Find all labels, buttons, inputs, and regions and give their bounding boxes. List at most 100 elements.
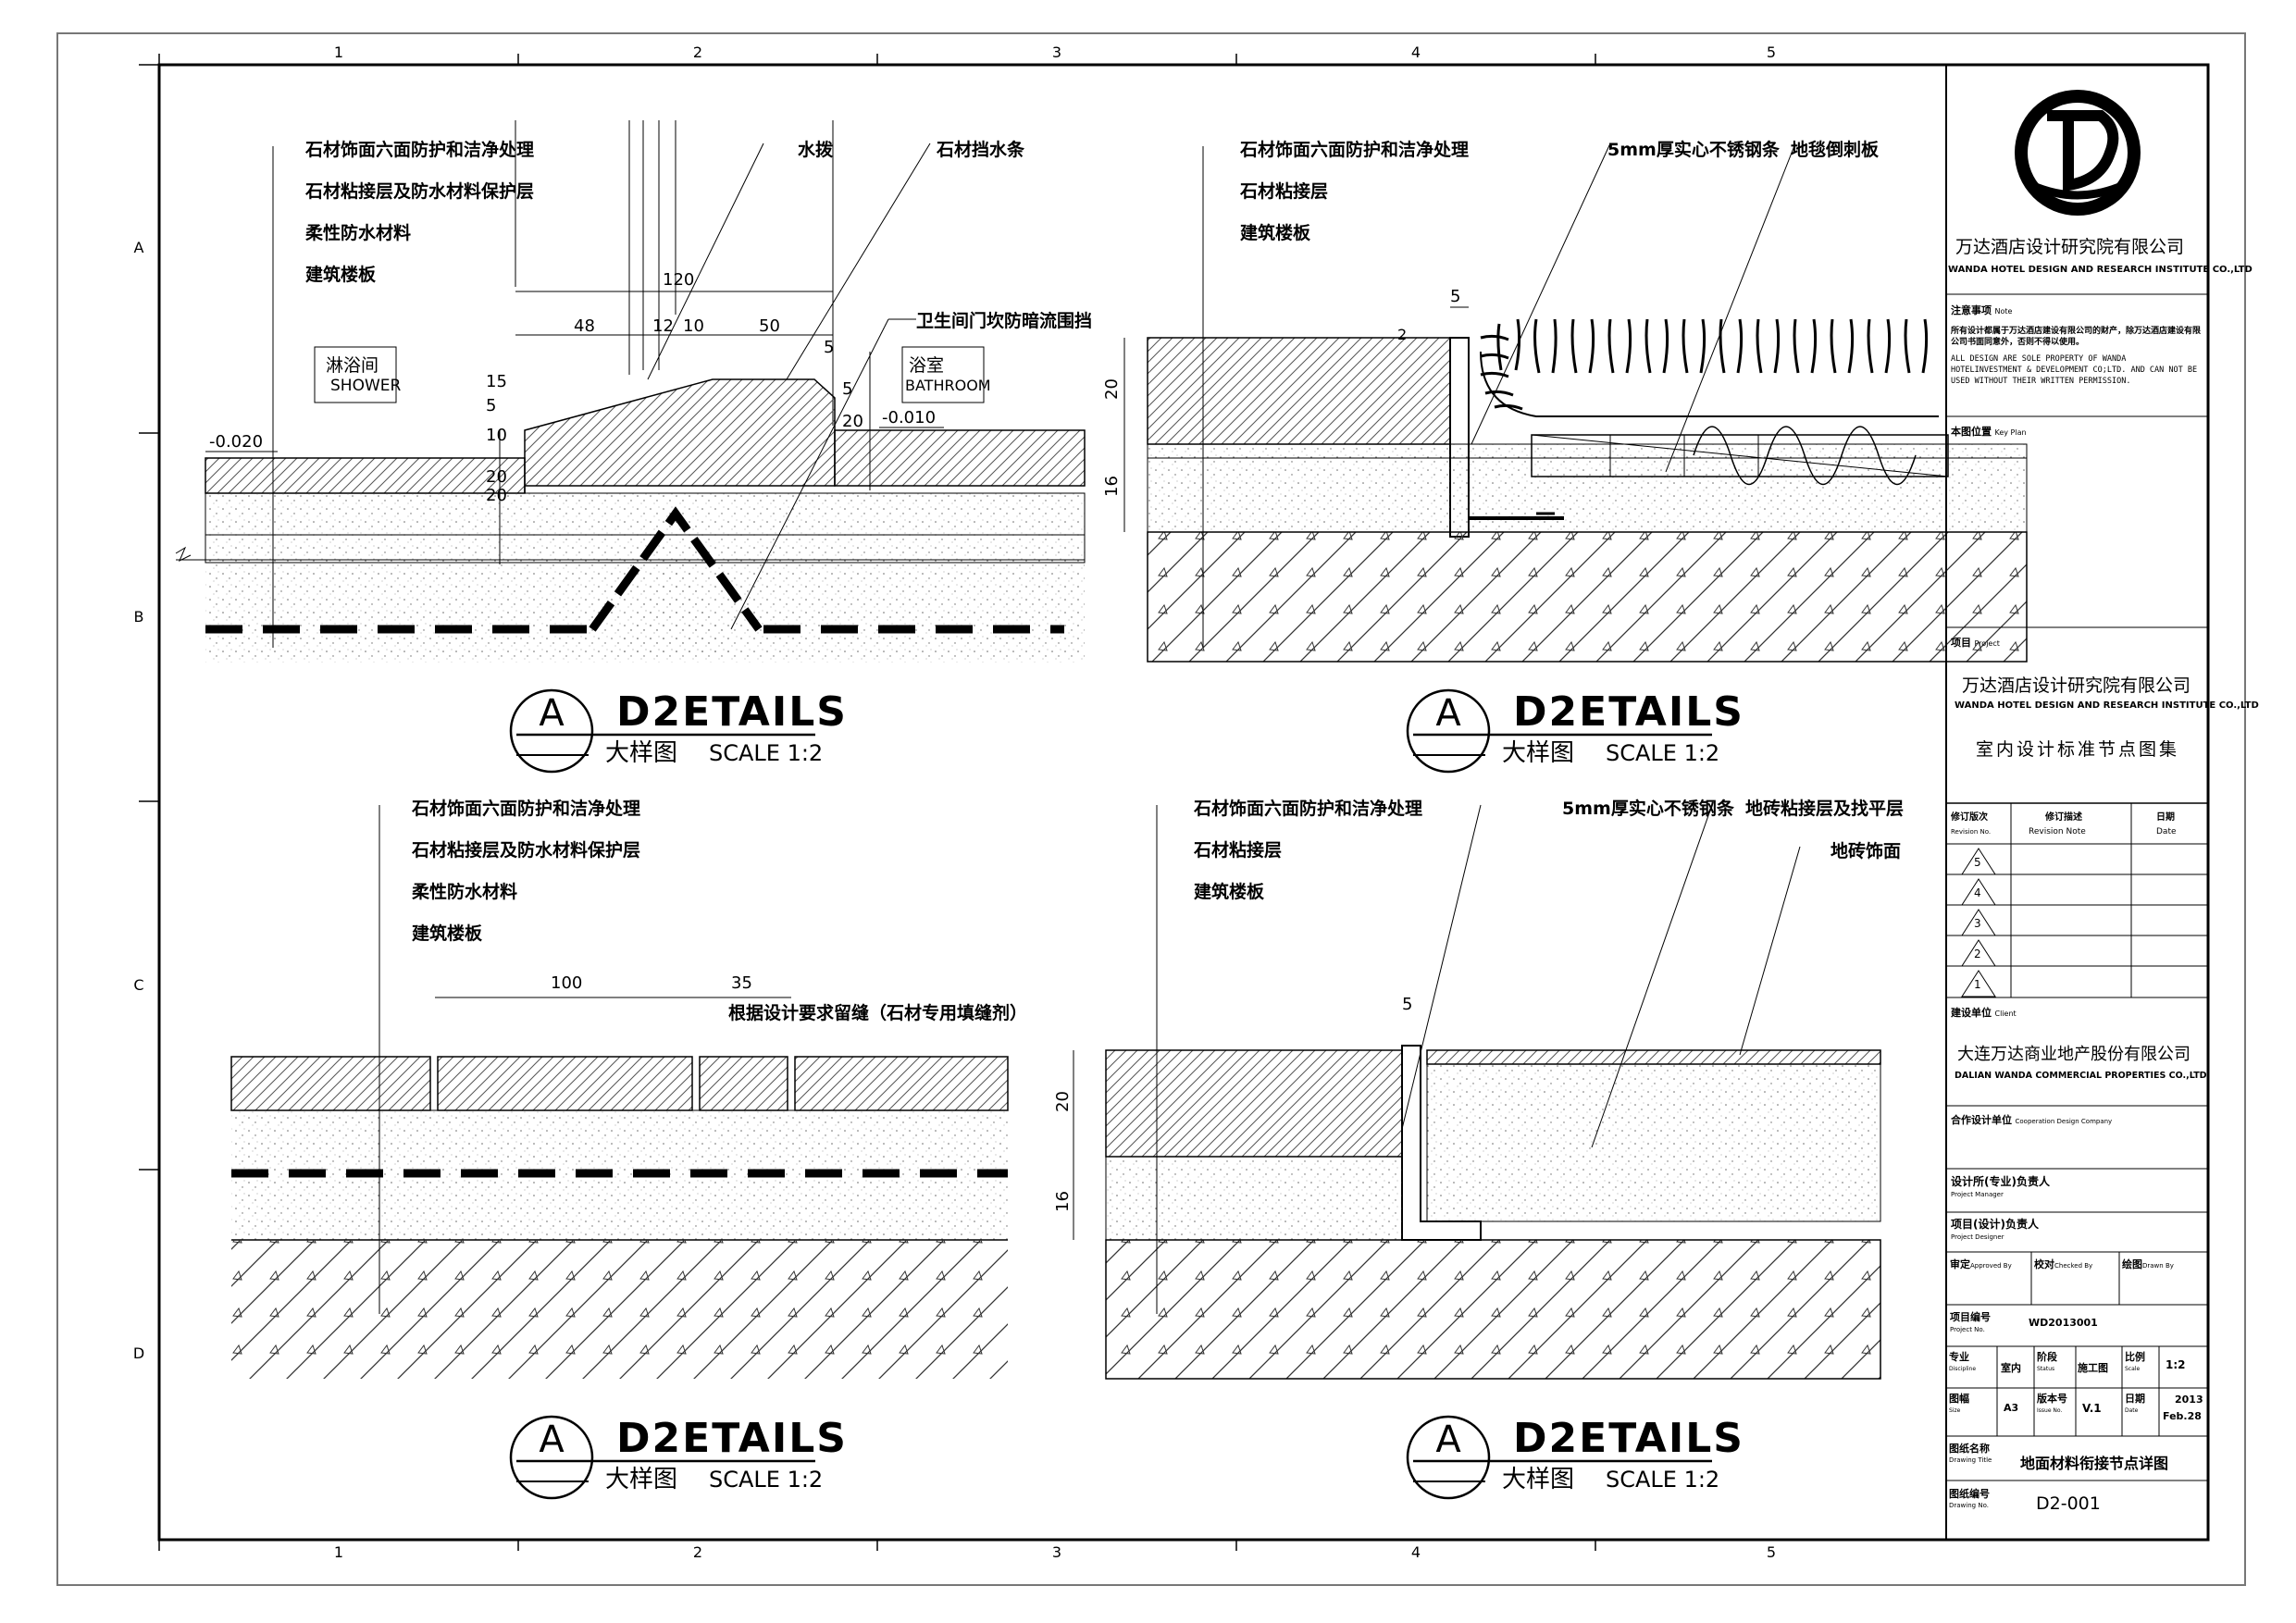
grid-column-label: 4 (1411, 43, 1421, 61)
note-label: 注意事项 (1951, 304, 1992, 316)
grid-column-label: 3 (1052, 1543, 1061, 1561)
callout-label: 地砖饰面 (1831, 841, 1902, 861)
detail-scale: SCALE 1:2 (1606, 1467, 1719, 1493)
title-label-en: Drawing Title (1949, 1456, 1992, 1464)
scale-label-en: Scale (2125, 1366, 2141, 1372)
dimension-label: 20 (1052, 1091, 1073, 1112)
dimension-label: 2 (1397, 326, 1408, 343)
dimension-label: 20 (842, 412, 863, 431)
dimension-label: 10 (486, 426, 507, 445)
note-text-cn: 所有设计都属于万达酒店建设有限公司的财产，除万达酒店建设有限公司书面同意外，否则… (1951, 327, 2202, 347)
level-mark: -0.010 (882, 408, 937, 427)
outer-frame (56, 32, 2246, 1586)
revision-number: 4 (1974, 886, 1981, 899)
issue-label-en: Issue No. (2037, 1407, 2063, 1414)
drawno-label: 图纸编号 (1949, 1488, 1990, 1500)
dimension-label: 15 (486, 372, 507, 391)
rev-note-label: 修订描述 (2045, 812, 2082, 823)
note-text-en: ALL DESIGN ARE SOLE PROPERTY OF WANDA HO… (1951, 354, 2198, 386)
grid-column-label: 4 (1411, 1543, 1421, 1561)
checked-label-en: Checked By (2054, 1262, 2093, 1270)
wanda-logo (2015, 90, 2141, 216)
dimension-label: 20 (486, 467, 507, 487)
detail-letter: A (1435, 1419, 1461, 1461)
detail-title-text: D2ETAILS (616, 1415, 848, 1462)
project-company-cn: 万达酒店设计研究院有限公司 (1962, 675, 2191, 696)
dimension-label: 5 (824, 338, 835, 357)
callout-label: 石材挡水条 (937, 140, 1025, 160)
detail-letter: A (539, 692, 565, 735)
layer-label: 柔性防水材料 (305, 223, 412, 243)
dimension-label: 16 (1101, 476, 1122, 497)
projno-value: WD2013001 (2029, 1317, 2098, 1329)
keyplan-label: 本图位置 (1951, 426, 1992, 438)
dimension-label: 35 (731, 973, 752, 993)
detail-1 (175, 120, 1086, 663)
grid-column-label: 2 (693, 43, 702, 61)
dimension-label: 5 (842, 379, 853, 399)
dimension-label: 16 (1052, 1191, 1073, 1212)
rev-no-label: 修订版次 (1951, 812, 1988, 823)
approved-label-en: Approved By (1970, 1262, 2012, 1270)
layer-label: 建筑楼板 (305, 265, 377, 285)
size-label-en: Size (1949, 1407, 1961, 1414)
projno-label-en: Project No. (1950, 1326, 1985, 1333)
drawing-number: D2-001 (2036, 1493, 2101, 1514)
detail-subtitle: 大样图 (1502, 739, 1574, 767)
client-label: 建设单位 (1951, 1007, 1992, 1019)
client-name-en: DALIAN WANDA COMMERCIAL PROPERTIES CO.,L… (1955, 1071, 2207, 1081)
dimension-label: 5 (1450, 287, 1461, 306)
date-monthday: Feb.28 (2163, 1410, 2202, 1422)
date-year: 2013 (2175, 1394, 2203, 1406)
pm-label: 设计所(专业)负责人 (1951, 1175, 2050, 1188)
detail-title-text: D2ETAILS (616, 688, 848, 736)
layer-label: 石材粘接层及防水材料保护层 (412, 840, 641, 861)
dimension-label: 20 (486, 486, 507, 505)
layer-label: 石材粘接层 (1240, 181, 1329, 202)
drawno-label-en: Drawing No. (1949, 1502, 1989, 1509)
disc-label-en: Discipline (1949, 1366, 1977, 1372)
pd-label-en: Project Designer (1951, 1233, 2004, 1241)
project-name: 室内设计标准节点图集 (1976, 739, 2180, 760)
dimension-label: 120 (663, 270, 695, 290)
issue-value: V.1 (2082, 1402, 2102, 1415)
grid-row-label: A (134, 239, 144, 256)
grid-column-label: 1 (334, 1543, 343, 1561)
revision-triangles (1961, 848, 1996, 997)
detail-2 (1123, 142, 2028, 663)
detail-subtitle: 大样图 (605, 739, 677, 767)
callout-label: 地砖粘接层及找平层 (1745, 799, 1905, 819)
grid-column-label: 1 (334, 43, 343, 61)
approved-label: 审定 (1950, 1258, 1970, 1270)
grid-column-label: 3 (1052, 43, 1061, 61)
revision-number: 1 (1974, 978, 1981, 991)
grid-row-label: B (134, 608, 144, 626)
grid-column-label: 5 (1767, 43, 1776, 61)
dimension-label: 100 (551, 973, 583, 993)
status-value: 施工图 (2078, 1362, 2108, 1374)
detail-scale: SCALE 1:2 (709, 740, 823, 766)
dimension-label: 20 (1101, 378, 1122, 400)
note-label-en: Note (1994, 307, 2013, 316)
scale-label: 比例 (2125, 1351, 2145, 1363)
layer-label: 建筑楼板 (1240, 223, 1311, 243)
callout-label: 地毯倒刺板 (1791, 140, 1880, 160)
dimension-label: 12 (652, 316, 674, 336)
drawn-label: 绘图 (2122, 1258, 2142, 1270)
detail-title: A D2ETAILS 大样图 SCALE 1:2 (509, 688, 848, 774)
project-label-en: Project (1974, 639, 2000, 648)
detail-4 (1073, 804, 1881, 1380)
company-name-cn: 万达酒店设计研究院有限公司 (1955, 237, 2185, 257)
dimension-label: 50 (759, 316, 780, 336)
callout-label: 5mm厚实心不锈钢条 (1607, 140, 1780, 160)
callout-label: 卫生间门坎防暗流围挡 (916, 311, 1093, 331)
drawn-label-en: Drawn By (2142, 1262, 2174, 1270)
grid-row-label: D (133, 1344, 144, 1362)
callout-label: 5mm厚实心不锈钢条 (1562, 799, 1734, 819)
keyplan-label-en: Key Plan (1994, 428, 2027, 437)
disc-label: 专业 (1949, 1351, 1969, 1363)
client-label-en: Client (1994, 1010, 2017, 1018)
